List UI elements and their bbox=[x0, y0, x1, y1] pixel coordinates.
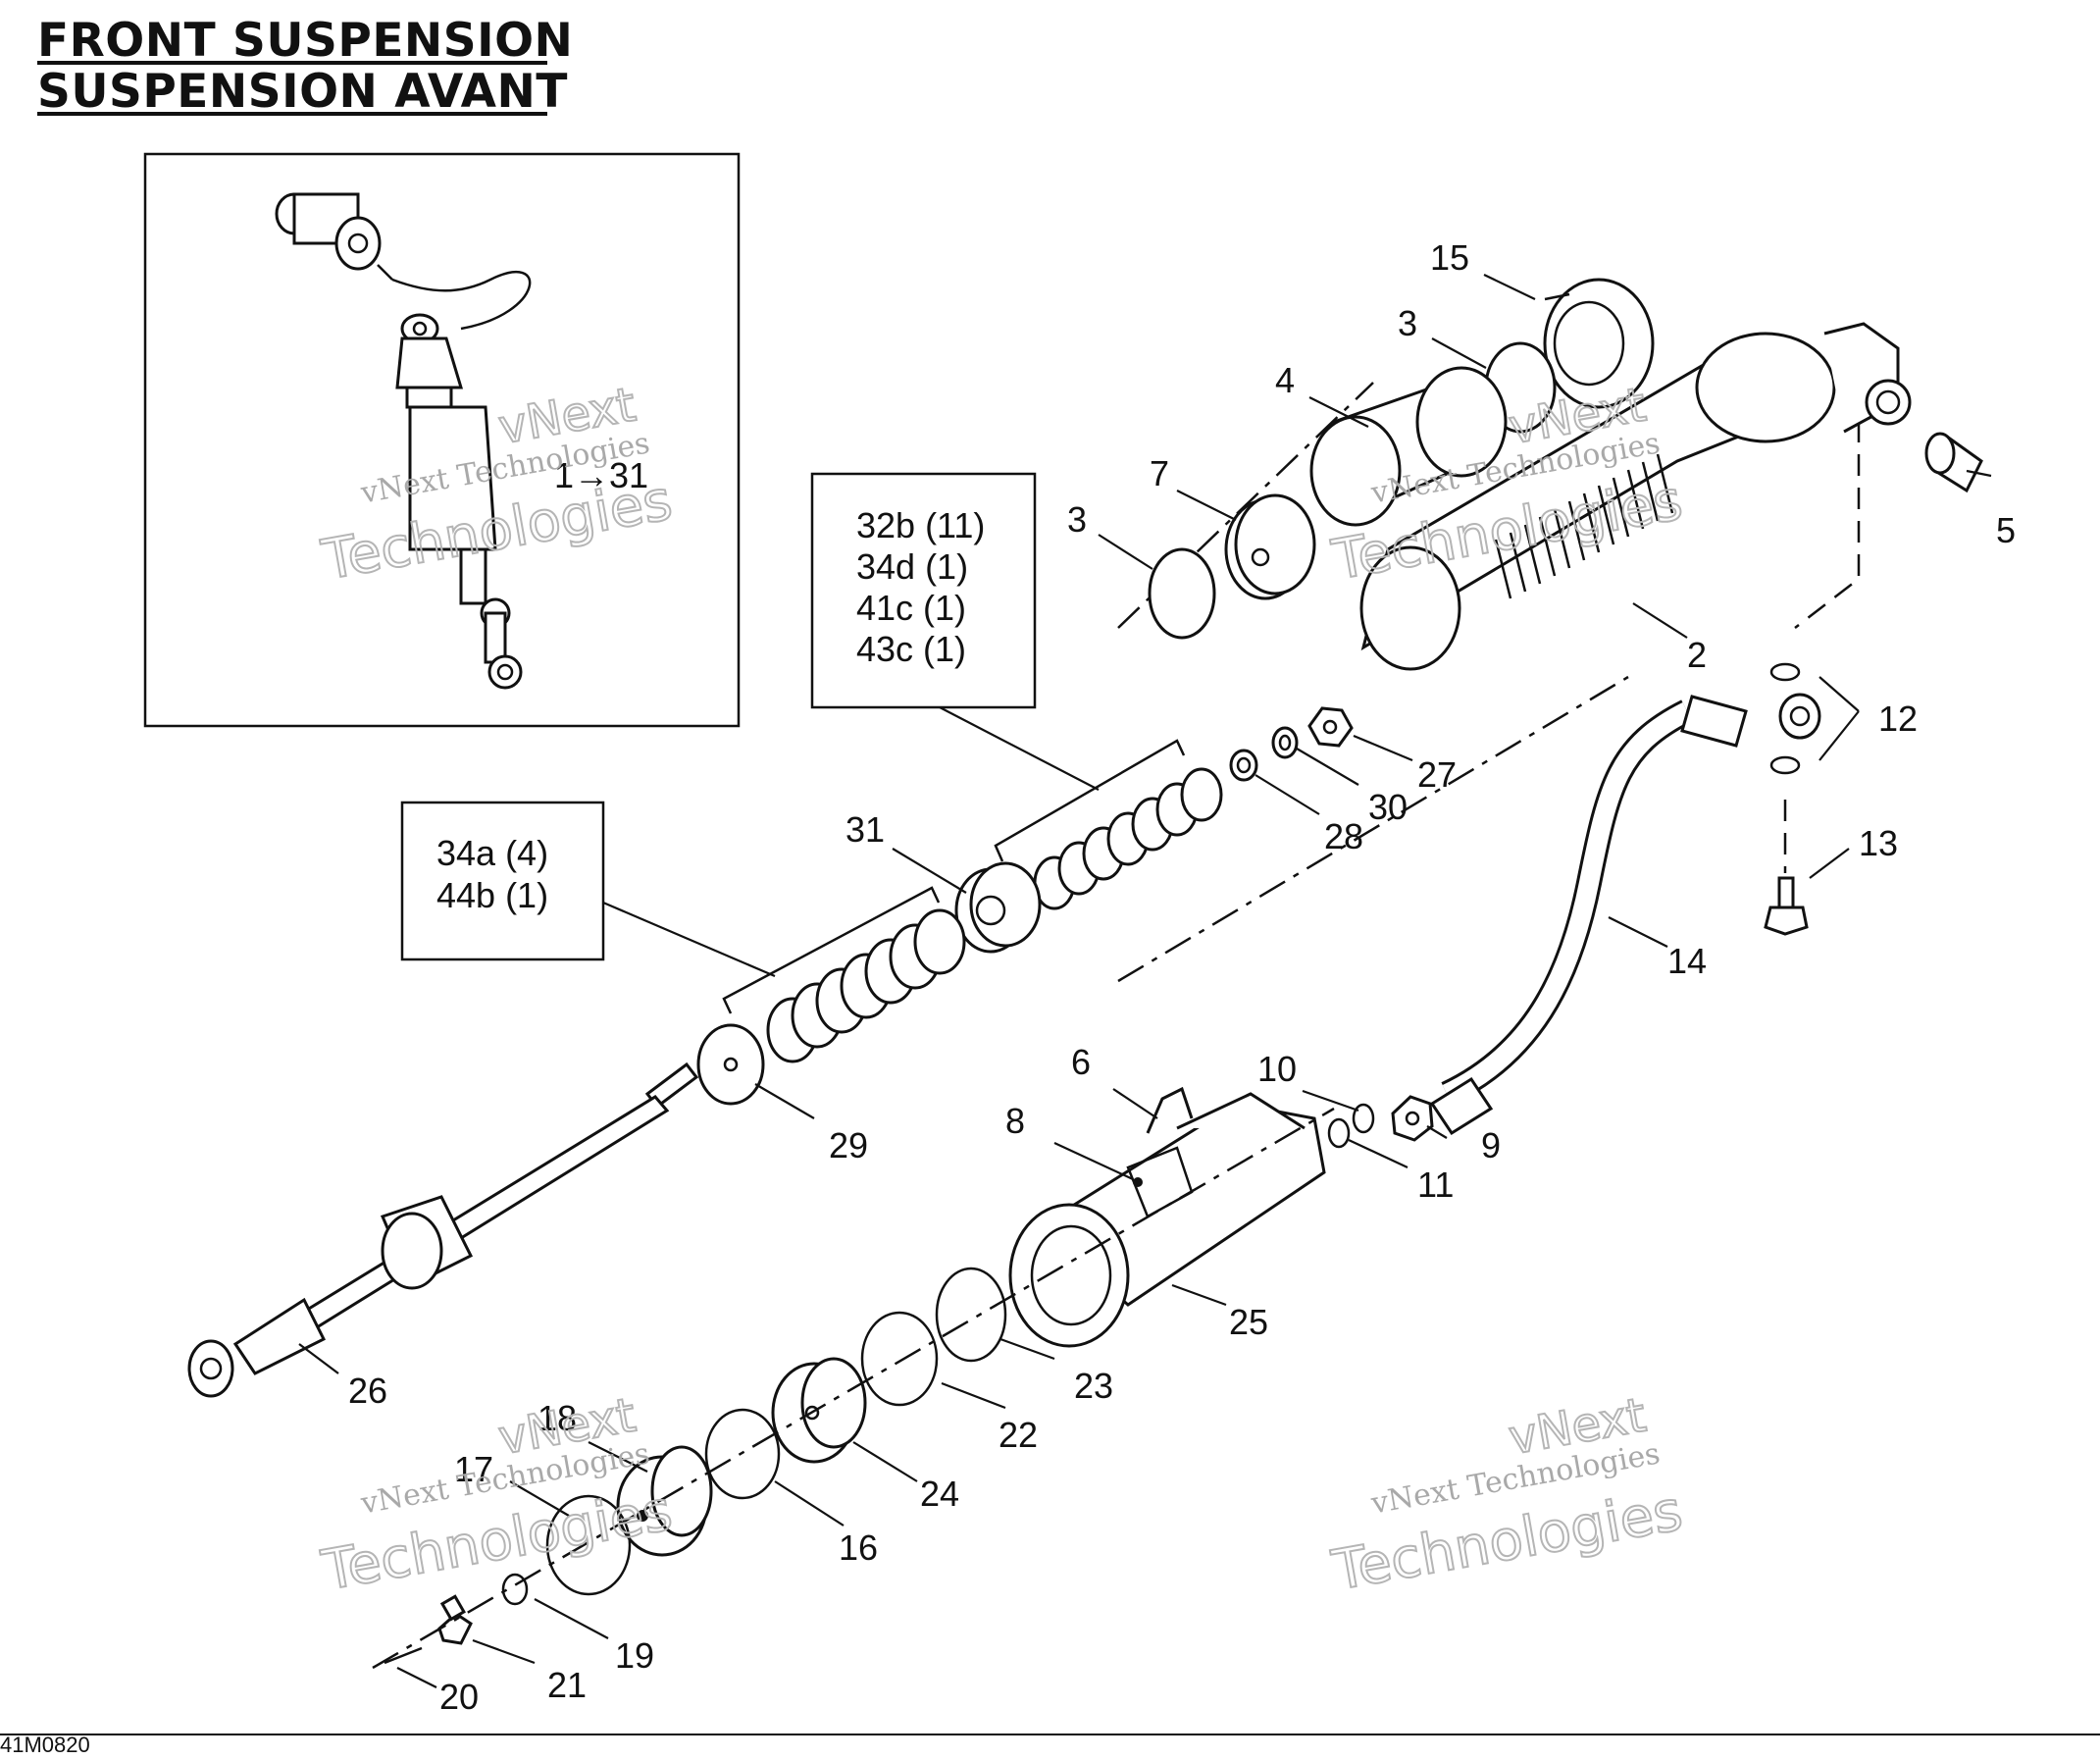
callout-24: 24 bbox=[920, 1474, 959, 1514]
watermark-top-right: vNext Technologies vNext Technologies bbox=[1326, 377, 1688, 595]
part-29-washer-icon bbox=[696, 1023, 765, 1106]
callout-leaders bbox=[298, 274, 1992, 1688]
part-23-o-ring-icon bbox=[935, 1267, 1007, 1363]
part-27-nut-icon bbox=[1307, 706, 1354, 748]
inset-shock-icon bbox=[395, 313, 523, 690]
upper-shim-stack-icon bbox=[1033, 767, 1223, 910]
callout-21: 21 bbox=[547, 1665, 587, 1705]
part-26-shaft-icon bbox=[187, 1061, 699, 1398]
part-19-ring-icon bbox=[501, 1573, 529, 1606]
box-b-line-2: 44b (1) bbox=[436, 875, 548, 915]
kit-box-a: 32b (11) 34d (1) 41c (1) 43c (1) bbox=[810, 472, 1100, 791]
part-15-cover-icon bbox=[1543, 278, 1655, 409]
inset-reservoir-icon bbox=[275, 192, 393, 281]
callout-16: 16 bbox=[839, 1527, 878, 1568]
bracket-lower-stack bbox=[722, 886, 941, 1014]
box-a-line-2: 34d (1) bbox=[856, 546, 968, 587]
inset-range-label: 1→31 bbox=[554, 455, 648, 495]
watermark-bottom-right: vNext Technologies vNext Technologies bbox=[1326, 1387, 1688, 1605]
part-11-o-ring-icon bbox=[1327, 1117, 1351, 1149]
callout-14: 14 bbox=[1667, 941, 1707, 981]
callout-29: 29 bbox=[829, 1125, 868, 1165]
callout-28: 28 bbox=[1324, 816, 1363, 856]
callout-6: 6 bbox=[1071, 1042, 1091, 1082]
page-title: FRONT SUSPENSION bbox=[37, 14, 574, 68]
part-21-valve-icon bbox=[437, 1594, 473, 1645]
inset-hose bbox=[391, 270, 532, 331]
title-underline bbox=[37, 61, 547, 65]
part-7-floating-piston-icon bbox=[1224, 493, 1316, 600]
callout-31: 31 bbox=[845, 809, 885, 850]
callout-12: 12 bbox=[1878, 699, 1918, 739]
watermark-top-left: vNext Technologies vNext Technologies bbox=[316, 377, 678, 595]
box-a-line-3: 41c (1) bbox=[856, 588, 966, 628]
part-2-shock-body bbox=[1359, 322, 1912, 671]
callout-26: 26 bbox=[348, 1371, 387, 1411]
callout-18: 18 bbox=[538, 1398, 577, 1438]
callout-5: 5 bbox=[1996, 510, 2016, 550]
callout-17: 17 bbox=[454, 1449, 493, 1489]
part-13-bolt-icon bbox=[1764, 876, 1809, 936]
diagram-code: 41M0820 bbox=[0, 1733, 90, 1757]
part-14-hose-icon bbox=[1429, 695, 1748, 1136]
part-12-washers-icon bbox=[1769, 662, 1821, 775]
box-a-line-1: 32b (11) bbox=[856, 505, 985, 545]
bracket-upper-stack bbox=[994, 739, 1186, 862]
lower-shim-stack-icon bbox=[766, 908, 966, 1063]
part-25-reservoir-body-icon bbox=[1008, 1086, 1326, 1348]
callout-30: 30 bbox=[1368, 787, 1408, 827]
part-18-cap-icon bbox=[616, 1445, 713, 1557]
box-a-line-4: 43c (1) bbox=[856, 629, 966, 669]
bottom-rule bbox=[0, 1734, 2100, 1735]
watermark-bottom-left: vNext Technologies vNext Technologies bbox=[316, 1387, 678, 1605]
body-mount-guide bbox=[1794, 388, 1861, 629]
callout-22: 22 bbox=[999, 1415, 1038, 1455]
part-22-snap-ring-icon bbox=[860, 1311, 939, 1407]
part-4-reservoir-sleeve-icon bbox=[1309, 366, 1508, 527]
part-5-bushing-icon bbox=[1924, 432, 1983, 493]
callout-7: 7 bbox=[1150, 453, 1169, 493]
part-28-washer-icon bbox=[1229, 749, 1258, 782]
box-b-line-1: 34a (4) bbox=[436, 833, 548, 873]
part-31-main-piston-icon bbox=[954, 861, 1042, 954]
lower-assembly-axis bbox=[372, 1107, 1335, 1670]
upper-assembly-axis bbox=[1117, 675, 1629, 983]
callout-3-lower: 3 bbox=[1067, 499, 1087, 540]
callout-11: 11 bbox=[1417, 1165, 1454, 1205]
callout-4: 4 bbox=[1275, 360, 1295, 400]
page-subtitle: SUSPENSION AVANT bbox=[37, 65, 568, 119]
callout-20: 20 bbox=[439, 1677, 479, 1717]
inset-assembly-view bbox=[143, 152, 741, 728]
callout-19: 19 bbox=[615, 1635, 654, 1676]
part-10-o-ring-icon bbox=[1352, 1103, 1375, 1134]
callout-8: 8 bbox=[1005, 1101, 1025, 1141]
callout-2: 2 bbox=[1687, 635, 1707, 675]
callout-9: 9 bbox=[1481, 1125, 1501, 1165]
callout-10: 10 bbox=[1257, 1049, 1297, 1089]
callout-3-upper: 3 bbox=[1398, 303, 1417, 343]
subtitle-underline bbox=[37, 112, 547, 116]
part-24-end-cap-icon bbox=[771, 1357, 867, 1464]
callout-numbers: 15 3 4 7 3 5 2 12 27 30 28 13 31 14 29 6… bbox=[348, 237, 2016, 1717]
part-20-screw-icon bbox=[384, 1646, 423, 1665]
part-9-nut-icon bbox=[1391, 1095, 1434, 1142]
part-3-disc-lower-icon bbox=[1148, 547, 1216, 640]
part-17-disc-icon bbox=[545, 1494, 632, 1596]
callout-25: 25 bbox=[1229, 1302, 1268, 1342]
callout-15: 15 bbox=[1430, 237, 1469, 278]
part-30-washer-icon bbox=[1271, 726, 1299, 759]
callout-27: 27 bbox=[1417, 754, 1457, 795]
callout-23: 23 bbox=[1074, 1366, 1113, 1406]
part-16-o-ring-icon bbox=[704, 1408, 781, 1500]
callout-13: 13 bbox=[1859, 823, 1898, 863]
kit-box-b: 34a (4) 44b (1) bbox=[400, 801, 776, 978]
